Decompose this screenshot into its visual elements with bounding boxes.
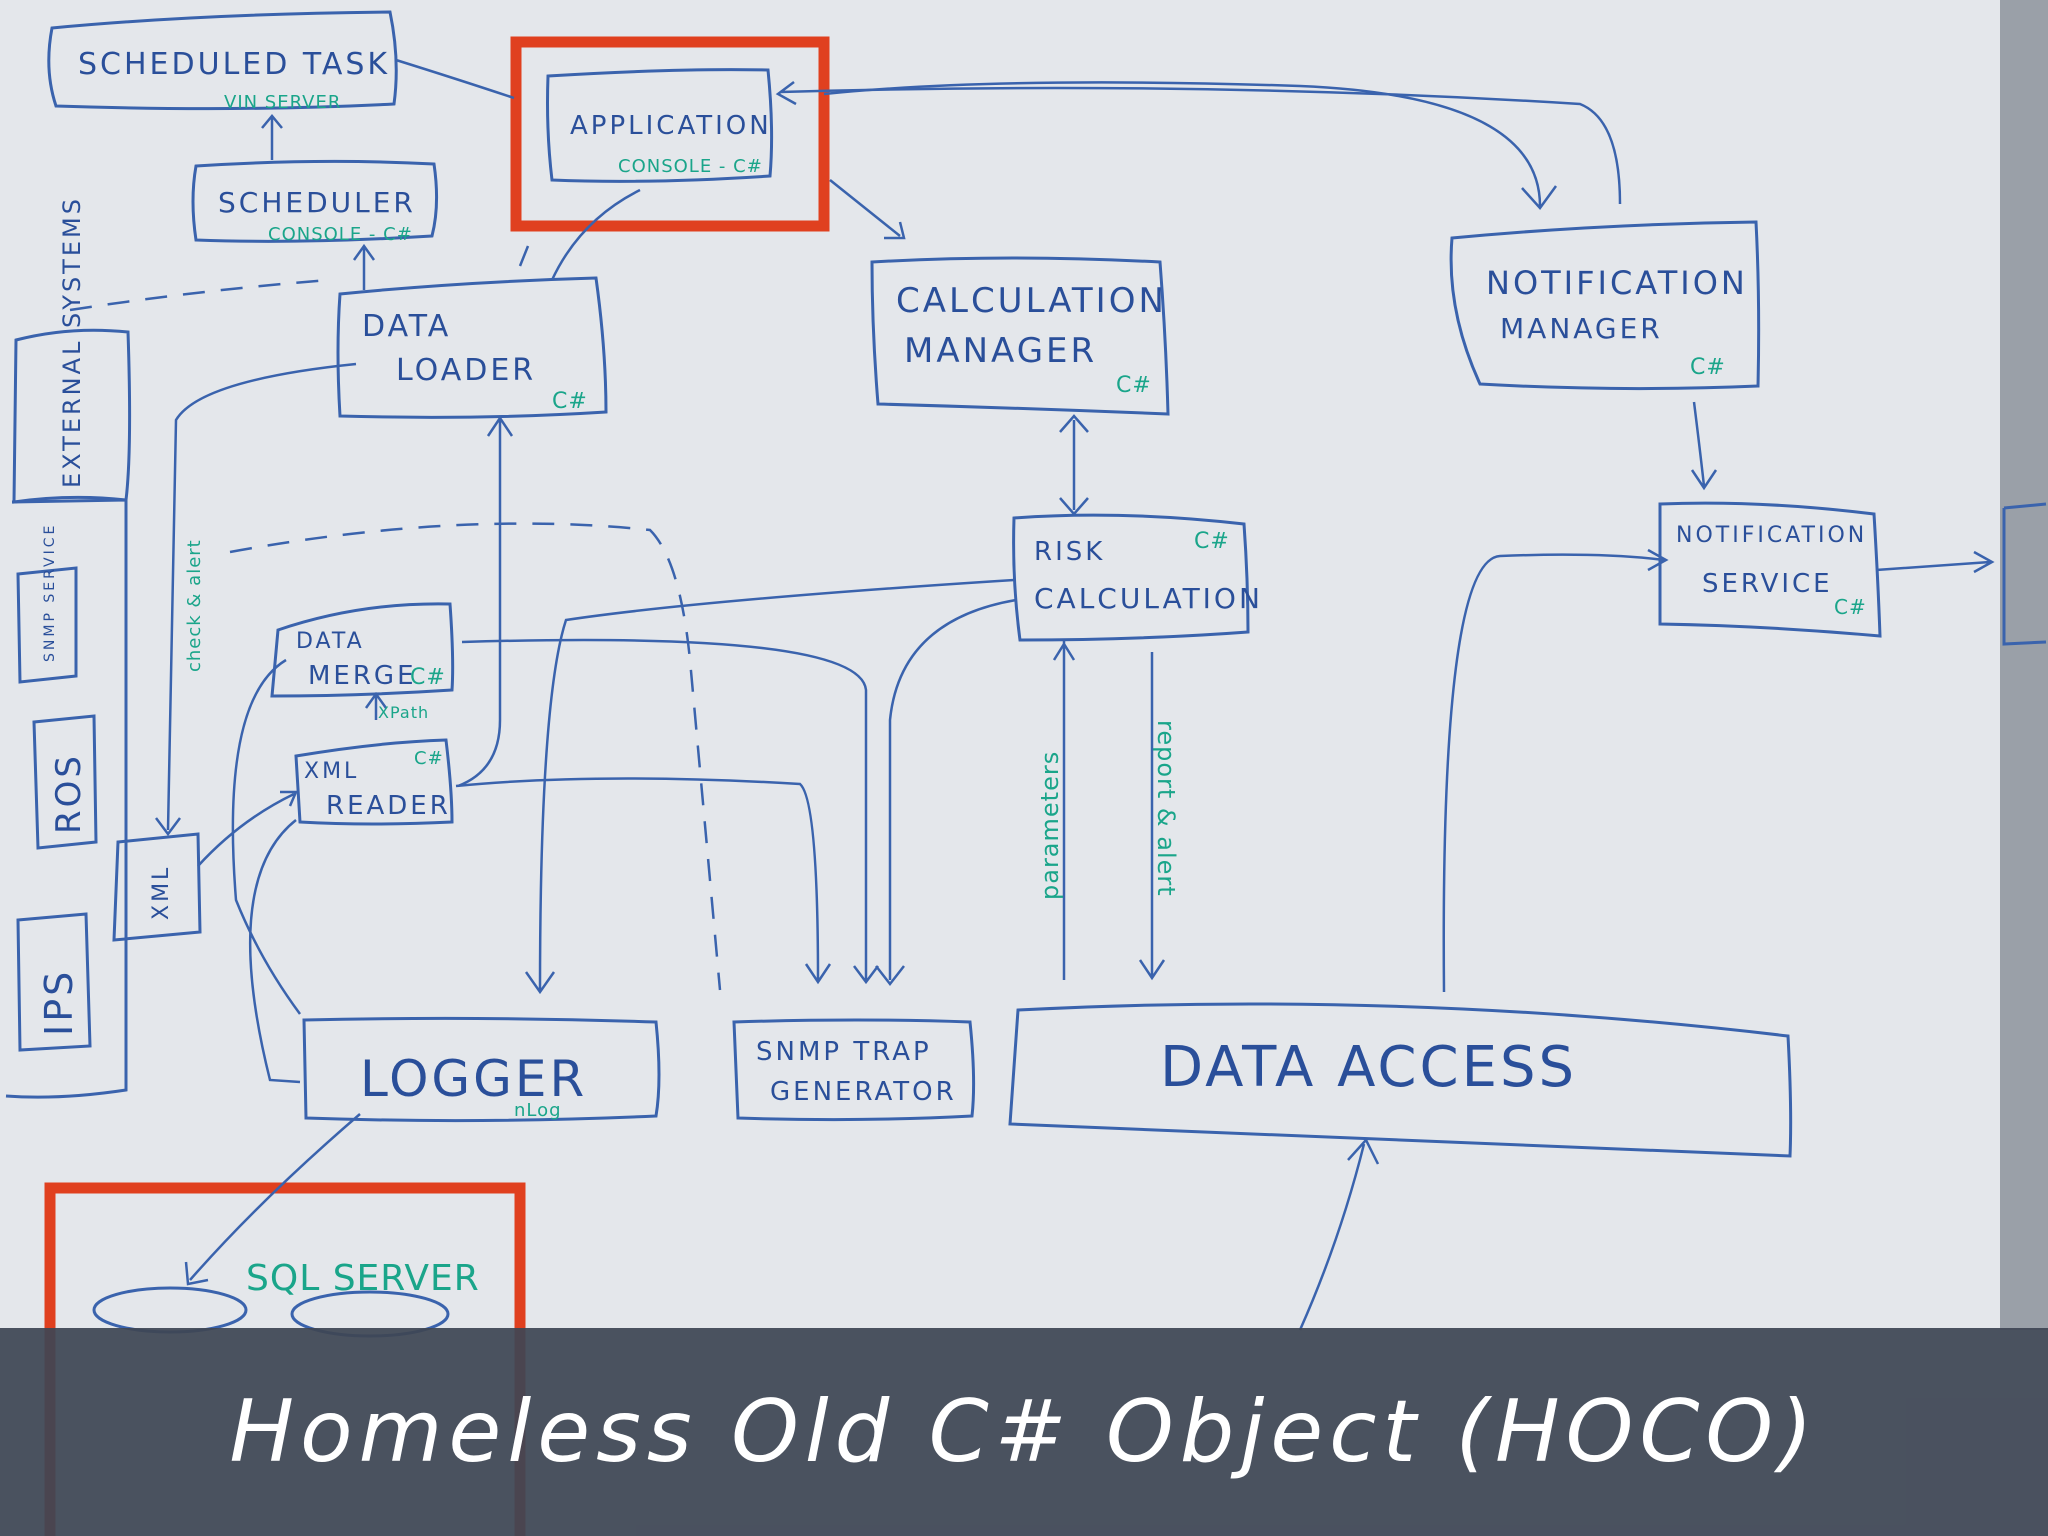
edge-label-check: check & alert [184,539,205,672]
edge-calc-risk [1059,414,1089,516]
edge-loader-to-xml [155,362,357,837]
label-notif-manager-lang: C# [1690,355,1726,380]
label-snmp-trap-1: SNMP TRAP [756,1037,932,1067]
node-offscreen-partial [2002,502,2047,646]
highlight-application [510,36,830,232]
label-application-lang: CONSOLE - C# [618,156,763,177]
node-snmp-trap-generator: SNMP TRAP GENERATOR [732,1018,976,1122]
label-ros: ROS [49,753,89,834]
edge-access-to-risk [1052,640,1076,980]
label-scheduled-task-sub: VIN SERVER [224,92,341,113]
edge-label-report: report & alert [1152,720,1180,897]
edge-loader-to-scheduler [352,243,376,290]
label-calc-manager-1: CALCULATION [896,281,1167,321]
label-risk-calc-1: RISK [1034,537,1105,567]
label-risk-calc-2: CALCULATION [1034,582,1263,615]
edge-access-to-notif-service [1442,548,1669,993]
node-scheduled-task: SCHEDULED TASK VIN SERVER [47,10,398,113]
edge-app-to-notif-manager [823,81,1558,210]
node-risk-calculation: RISK CALCULATION C# [1012,513,1263,642]
label-snmp-trap-2: GENERATOR [770,1077,957,1107]
board-edge [2000,0,2048,1330]
edge-xml-to-reader [197,790,298,867]
edge-notif-manager-to-service [1690,401,1718,491]
edge-risk-to-snmp [875,598,1017,987]
label-data-access: DATA ACCESS [1160,1035,1577,1100]
label-data-merge-1: DATA [296,629,365,654]
edge-reader-to-loader [457,415,514,788]
label-notif-manager-2: MANAGER [1500,312,1663,345]
node-ros: ROS [32,714,98,850]
label-application: APPLICATION [570,111,772,141]
node-snmp-service: SNMP SERVICE [16,523,78,684]
node-application: APPLICATION CONSOLE - C# [510,36,830,232]
label-notif-service-lang: C# [1834,595,1867,619]
label-notif-service-2: SERVICE [1702,569,1833,599]
edge-merge-to-logger [231,658,302,1015]
node-notification-manager: NOTIFICATION MANAGER C# [1449,220,1761,391]
node-data-access: DATA ACCESS [1008,1002,1793,1158]
label-notif-manager-1: NOTIFICATION [1486,264,1748,302]
label-external-systems: EXTERNAL SYSTEMS [58,196,86,488]
node-calculation-manager: CALCULATION MANAGER C# [870,256,1170,416]
label-risk-calc-lang: C# [1194,529,1230,554]
edge-scheduled-to-app [395,58,515,100]
edge-dashed-external [229,522,722,991]
edge-scheduler-to-task [261,114,283,160]
edge-risk-to-logger [524,578,1015,995]
edge-reader-to-merge [364,691,388,720]
label-data-merge-lang: C# [410,665,446,690]
edge-merge-to-snmp [461,638,879,985]
label-scheduler: SCHEDULER [218,186,416,219]
label-scheduled-task: SCHEDULED TASK [78,47,390,82]
edge-loader-to-app [518,188,641,281]
label-calc-manager-2: MANAGER [904,331,1097,371]
label-scheduler-lang: CONSOLE - C# [268,224,413,245]
label-xml: XML [149,865,174,920]
edge-dashed-top [69,278,331,312]
label-xml-reader-2: READER [326,791,451,821]
node-notification-service: NOTIFICATION SERVICE C# [1658,501,1882,638]
label-calc-manager-lang: C# [1116,373,1152,398]
edge-reader-to-snmp [455,777,832,985]
edge-reader-to-logger [248,819,301,1084]
label-data-merge-2: MERGE [308,661,417,691]
edge-service-to-right [1875,550,1995,574]
caption-bar: Homeless Old C# Object (HOCO) [0,1328,2048,1536]
label-data-loader-lang: C# [552,389,588,414]
label-snmp-service: SNMP SERVICE [42,523,58,662]
node-data-merge: DATA MERGE C# [270,602,455,698]
label-logger: LOGGER [360,1050,587,1108]
label-data-loader-1: DATA [362,309,451,344]
edge-label-xpath: XPath [378,703,429,722]
node-ips: IPS [16,912,92,1052]
node-external-systems: EXTERNAL SYSTEMS [5,196,132,1099]
edge-app-to-calc [829,179,906,240]
edge-logger-to-sql [184,1113,361,1286]
node-xml-reader: XML READER C# [294,738,454,826]
node-data-loader: DATA LOADER C# [336,276,608,419]
label-sql-server: SQL SERVER [246,1258,480,1299]
node-scheduler: SCHEDULER CONSOLE - C# [191,159,439,245]
edge-sql-to-access [1298,1137,1380,1331]
label-xml-reader-1: XML [304,759,359,784]
edge-risk-to-access [1138,652,1166,981]
node-logger: LOGGER nLog [302,1016,661,1123]
edge-label-params: parameters [1036,751,1064,900]
edge-notif-manager-to-app [775,81,1622,205]
slide-caption: Homeless Old C# Object (HOCO) [229,1382,1819,1482]
connections [69,58,1995,1331]
label-notif-service-1: NOTIFICATION [1676,523,1867,548]
label-data-loader-2: LOADER [396,353,536,388]
node-xml: XML [112,832,202,942]
label-ips: IPS [37,969,81,1036]
label-xml-reader-lang: C# [414,748,444,769]
label-logger-lang: nLog [514,1100,562,1121]
